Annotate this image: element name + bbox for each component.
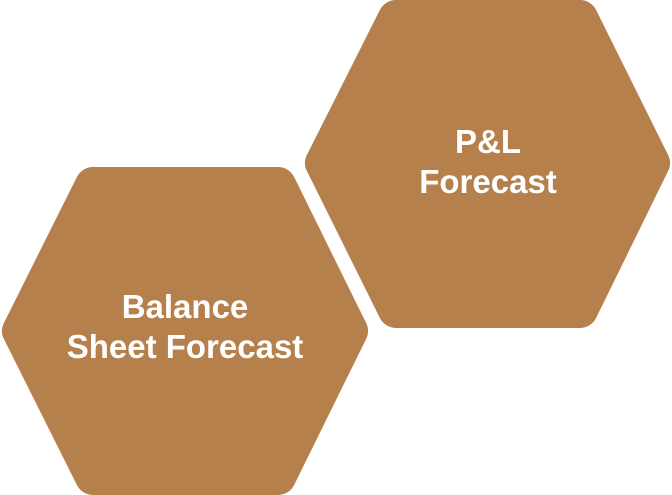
pl-forecast-line1: P&L <box>455 123 521 160</box>
balance-sheet-line2: Sheet Forecast <box>66 328 304 365</box>
balance-sheet-line1: Balance <box>121 288 249 325</box>
balance-sheet-forecast-label: Balance Sheet Forecast <box>35 287 335 367</box>
pl-forecast-line2: Forecast <box>419 163 557 200</box>
hexagon-balance-sheet-forecast <box>2 167 368 495</box>
hexagon-pl-forecast <box>305 0 670 328</box>
pl-forecast-label: P&L Forecast <box>388 122 588 202</box>
